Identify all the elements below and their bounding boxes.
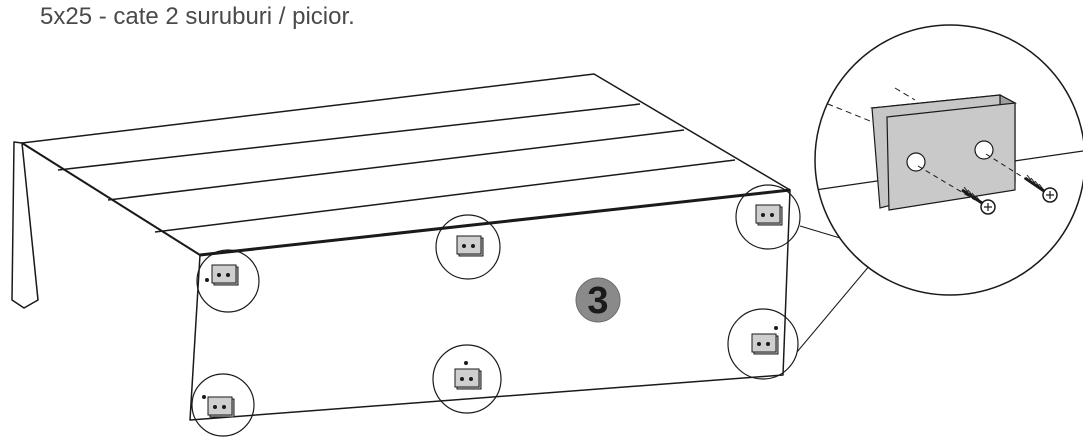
detail-view: [814, 24, 1083, 296]
leg-block-bottom-left: [191, 373, 255, 437]
leg-block-top-middle: [435, 214, 501, 280]
instruction-caption: 5x25 - cate 2 suruburi / picior.: [40, 3, 355, 30]
leg-block-bottom-middle: [432, 344, 502, 414]
step-badge: 3: [575, 277, 621, 323]
leg-block-top-right: [735, 184, 801, 250]
callout-lines: [796, 225, 871, 353]
screw-hole: [906, 152, 926, 172]
panel-joint-line: [154, 159, 736, 233]
cabinet-body: [11, 73, 791, 421]
panel-joint-line: [57, 103, 641, 171]
screw-icon: [961, 186, 996, 215]
leg-block-bottom-right: [727, 308, 799, 380]
cabinet-left-panel: [11, 141, 39, 309]
screw-hole: [974, 140, 994, 160]
leg-block-top-left: [196, 249, 260, 313]
step-number: 3: [587, 280, 608, 322]
screw-icon: [1024, 174, 1058, 203]
cabinet-front-edge: [199, 188, 791, 257]
panel-joint-line: [107, 129, 685, 201]
